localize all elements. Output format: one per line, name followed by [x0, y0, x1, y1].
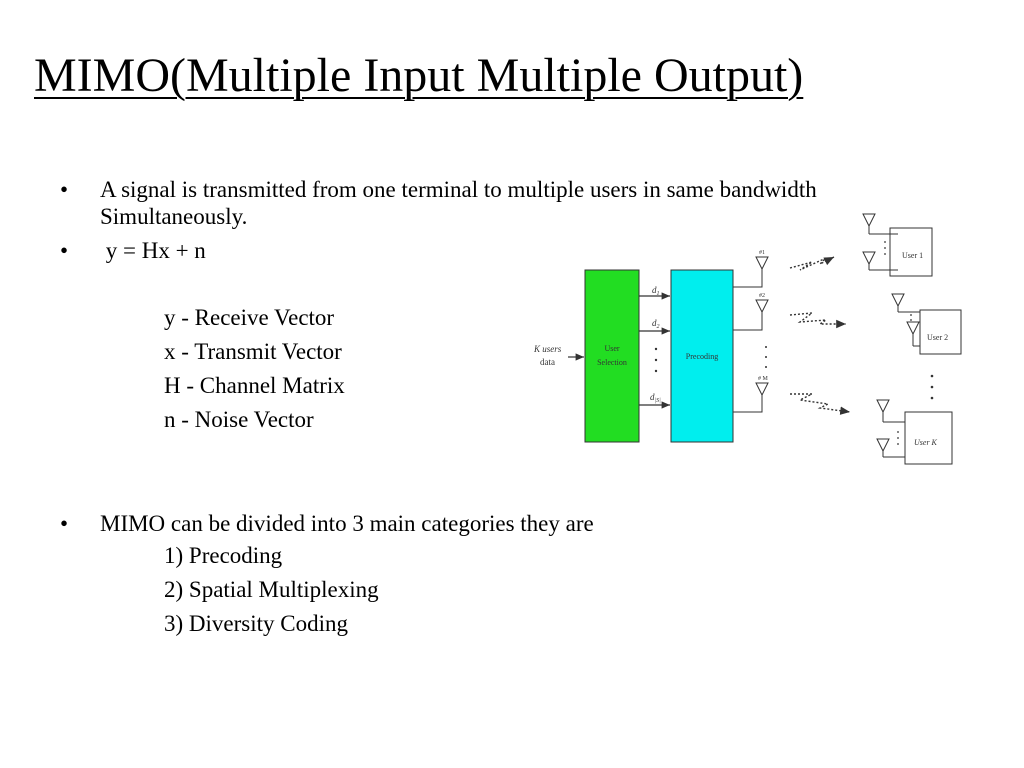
user-selection-block: [584, 269, 640, 443]
definition-n: n - Noise Vector: [164, 407, 314, 432]
antenna-ellipsis: [765, 346, 767, 368]
antenna-label: #1: [759, 250, 765, 256]
wireless-link: [789, 256, 851, 415]
user-selection-label: Selection: [597, 358, 627, 367]
user-label: User K: [914, 438, 938, 447]
input-label: data: [540, 357, 555, 367]
user-label: User 2: [927, 333, 948, 342]
antenna-icon: [733, 256, 769, 413]
slide-title: MIMO(Multiple Input Multiple Output): [34, 49, 804, 102]
definition-x: x - Transmit Vector: [164, 339, 342, 364]
bullet-marker: •: [60, 177, 69, 202]
stream-label-d2: d2: [652, 318, 660, 330]
stream-label-d1: d1: [652, 285, 660, 297]
stream-ellipsis: [654, 347, 658, 373]
category-spatial-multiplexing: 2) Spatial Multiplexing: [164, 577, 379, 602]
category-diversity-coding: 3) Diversity Coding: [164, 611, 348, 636]
bullet-text-signal: A signal is transmitted from one termina…: [100, 177, 817, 229]
antenna-label: # M: [758, 376, 769, 382]
bullet-text-equation: y = Hx + n: [100, 238, 206, 263]
category-precoding: 1) Precoding: [164, 543, 283, 568]
user-terminal: [891, 293, 962, 355]
antenna-ellipsis: [884, 241, 886, 255]
bullet-marker: •: [60, 238, 69, 263]
precoding-block: [670, 269, 734, 443]
user-terminal: [862, 213, 933, 277]
stream-label-ds: d|S|: [650, 392, 661, 404]
user-ellipsis: [930, 374, 934, 400]
bullet-marker: •: [60, 511, 69, 536]
precoding-label: Precoding: [686, 352, 718, 361]
input-label: K users: [534, 344, 562, 354]
mimo-block-diagram: K users data User Selection d1 d2 d|S| P…: [534, 213, 962, 465]
definition-y: y - Receive Vector: [164, 305, 335, 330]
definition-h: H - Channel Matrix: [164, 373, 345, 398]
antenna-ellipsis: [897, 431, 899, 445]
user-terminal: [876, 399, 953, 465]
antenna-ellipsis: [910, 314, 912, 321]
user-label: User 1: [902, 251, 923, 260]
antenna-label: #2: [759, 293, 765, 299]
user-selection-label: User: [604, 344, 619, 353]
bullet-text-categories: MIMO can be divided into 3 main categori…: [100, 511, 594, 536]
